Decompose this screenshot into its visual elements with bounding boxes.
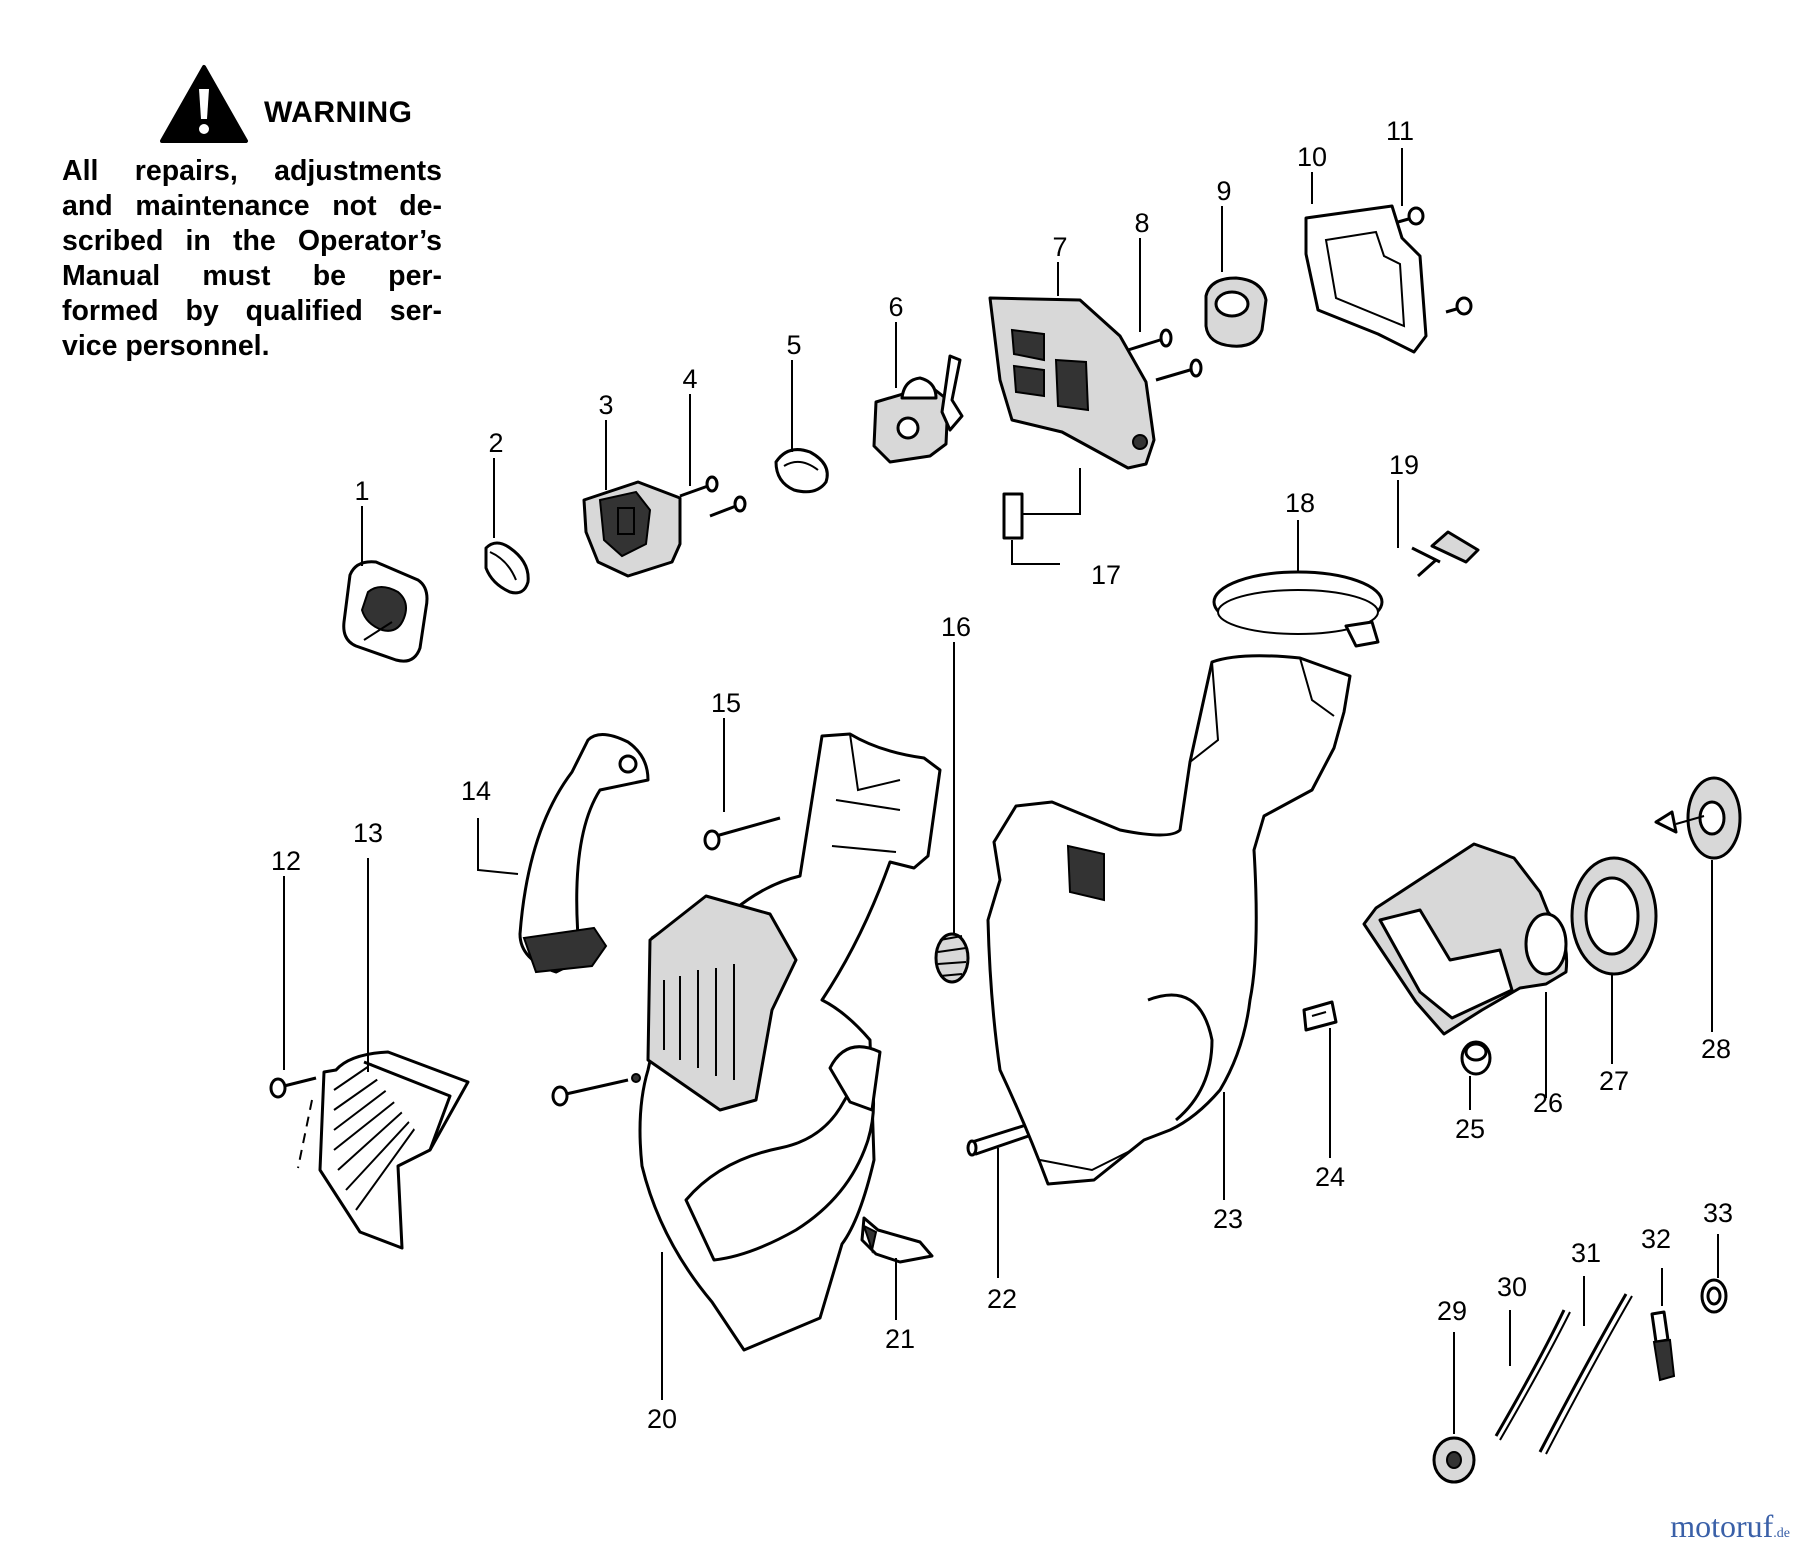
label-7: 7: [1052, 232, 1067, 262]
part-16-gear: [934, 932, 970, 984]
part-23-right-housing: [986, 654, 1352, 1186]
leader-lines: [283, 148, 1719, 1434]
label-18: 18: [1285, 488, 1315, 518]
label-22: 22: [987, 1284, 1017, 1314]
warning-triangle-icon: [160, 65, 248, 143]
label-25: 25: [1455, 1114, 1485, 1144]
label-16: 16: [941, 612, 971, 642]
warning-line-3: scribed in the Operator’s: [62, 225, 442, 257]
watermark-suffix: .de: [1773, 1526, 1790, 1541]
label-21: 21: [885, 1324, 915, 1354]
part-33-grommet: [1700, 1278, 1728, 1314]
part-10-cover-plate: [1304, 204, 1428, 354]
label-5: 5: [786, 330, 801, 360]
label-23: 23: [1213, 1204, 1243, 1234]
part-12-screw: [269, 1076, 317, 1169]
housing-screw: [551, 1073, 641, 1107]
label-13: 13: [353, 818, 383, 848]
label-10: 10: [1297, 142, 1327, 172]
part-26-filter-housing: [1362, 842, 1569, 1036]
part-20-left-housing: [638, 732, 942, 1352]
part-27-foam-ring: [1570, 856, 1658, 976]
part-1-gasket: [342, 560, 429, 663]
label-30: 30: [1497, 1272, 1527, 1302]
part-9-spacer: [1204, 276, 1268, 348]
label-20: 20: [647, 1404, 677, 1434]
part-21-clip: [860, 1216, 934, 1264]
part-18-band-clamp: [1212, 570, 1384, 648]
warning-header: WARNING: [158, 58, 442, 150]
part-5-ring: [774, 448, 829, 494]
label-6: 6: [888, 292, 903, 322]
warning-text: All repairs, adjustments and maintenance…: [62, 154, 442, 364]
label-4: 4: [682, 364, 697, 394]
warning-title: WARNING: [264, 96, 413, 129]
label-9: 9: [1216, 176, 1231, 206]
part-2-o-ring: [484, 541, 530, 595]
label-28: 28: [1701, 1034, 1731, 1064]
label-14: 14: [461, 776, 491, 806]
watermark: motoruf.de: [1670, 1508, 1790, 1545]
part-8-screws: [1127, 328, 1203, 382]
part-6-carburetor: [872, 354, 964, 464]
label-27: 27: [1599, 1066, 1629, 1096]
label-8: 8: [1134, 208, 1149, 238]
part-28-filter-knob: [1654, 776, 1742, 860]
part-25-cap: [1460, 1040, 1492, 1076]
label-11: 11: [1386, 116, 1414, 146]
part-14-handle: [518, 733, 650, 974]
warning-line-5: formed by qualified ser-: [62, 295, 442, 327]
part-7-heat-shield: [988, 296, 1156, 470]
label-26: 26: [1533, 1088, 1563, 1118]
part-30-fuel-line: [1494, 1309, 1571, 1441]
part-13-grille-cover: [318, 1050, 470, 1250]
part-24-grommet: [1302, 1000, 1338, 1032]
label-12: 12: [271, 846, 301, 876]
part-17-spacer-block: [1002, 468, 1081, 565]
part-32-fuel-filter: [1650, 1310, 1676, 1382]
watermark-text: motoruf: [1670, 1508, 1774, 1544]
part-31-fuel-line: [1538, 1293, 1633, 1455]
part-19-knob: [1411, 530, 1480, 578]
part-29-washer: [1432, 1436, 1476, 1484]
label-17: 17: [1091, 560, 1121, 590]
label-15: 15: [711, 688, 741, 718]
label-24: 24: [1315, 1162, 1345, 1192]
label-1: 1: [354, 476, 369, 506]
part-4-screws: [679, 475, 747, 518]
part-number-labels: 1 2 3 4 5 6 7 8 9 10 11 12 13 14 15 16 1…: [271, 116, 1733, 1434]
warning-line-4: Manual must be per-: [62, 260, 442, 292]
label-3: 3: [598, 390, 613, 420]
label-29: 29: [1437, 1296, 1467, 1326]
label-33: 33: [1703, 1198, 1733, 1228]
warning-line-2: and maintenance not de-: [62, 190, 442, 222]
warning-line-6: vice personnel.: [62, 330, 270, 362]
label-2: 2: [488, 428, 503, 458]
part-15-screw: [703, 816, 781, 851]
part-3-adapter-block: [582, 480, 682, 578]
label-19: 19: [1389, 450, 1419, 480]
warning-notice: WARNING All repairs, adjustments and mai…: [62, 58, 442, 364]
label-31: 31: [1571, 1238, 1601, 1268]
part-11-screws: [1397, 206, 1473, 316]
label-32: 32: [1641, 1224, 1671, 1254]
warning-line-1: All repairs, adjustments: [62, 155, 442, 187]
